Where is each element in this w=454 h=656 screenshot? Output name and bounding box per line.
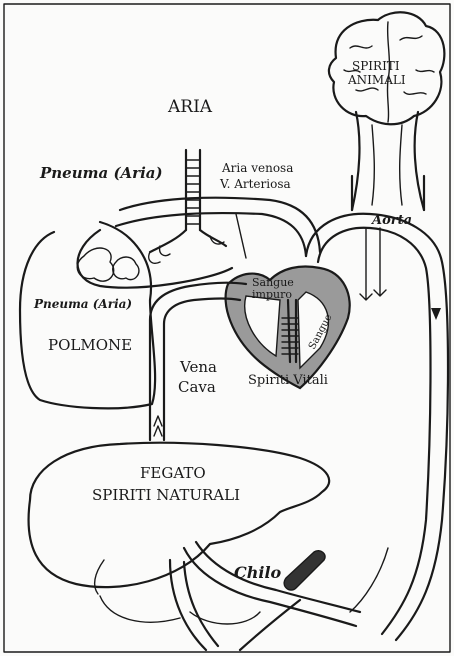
label-spiriti-animali-1: SPIRITI	[352, 59, 400, 73]
lung	[20, 222, 155, 408]
label-aorta: Aorta	[370, 213, 412, 228]
label-pneuma-top: Pneuma (Aria)	[39, 164, 163, 182]
aorta	[306, 176, 448, 640]
portal-veins	[170, 542, 388, 650]
label-spiriti-vitali: Spiriti Vitali	[248, 373, 328, 388]
label-cava: Cava	[178, 378, 216, 396]
label-aria-venosa: Aria venosa	[221, 161, 293, 175]
label-sangue-impuro-2: impuro	[252, 288, 292, 301]
label-v-arteriosa: V. Arteriosa	[219, 177, 291, 191]
label-chilo: Chilo	[234, 563, 282, 582]
border	[4, 4, 450, 652]
brain	[329, 12, 444, 210]
label-spiriti-naturali: SPIRITI NATURALI	[92, 486, 240, 504]
label-fegato: FEGATO	[140, 464, 206, 482]
label-aria: ARIA	[167, 97, 213, 117]
label-pneuma-lower: Pneuma (Aria)	[33, 297, 132, 311]
label-spiriti-animali-2: ANIMALI	[347, 73, 406, 87]
label-polmone: POLMONE	[48, 336, 132, 354]
label-vena: Vena	[179, 358, 217, 376]
